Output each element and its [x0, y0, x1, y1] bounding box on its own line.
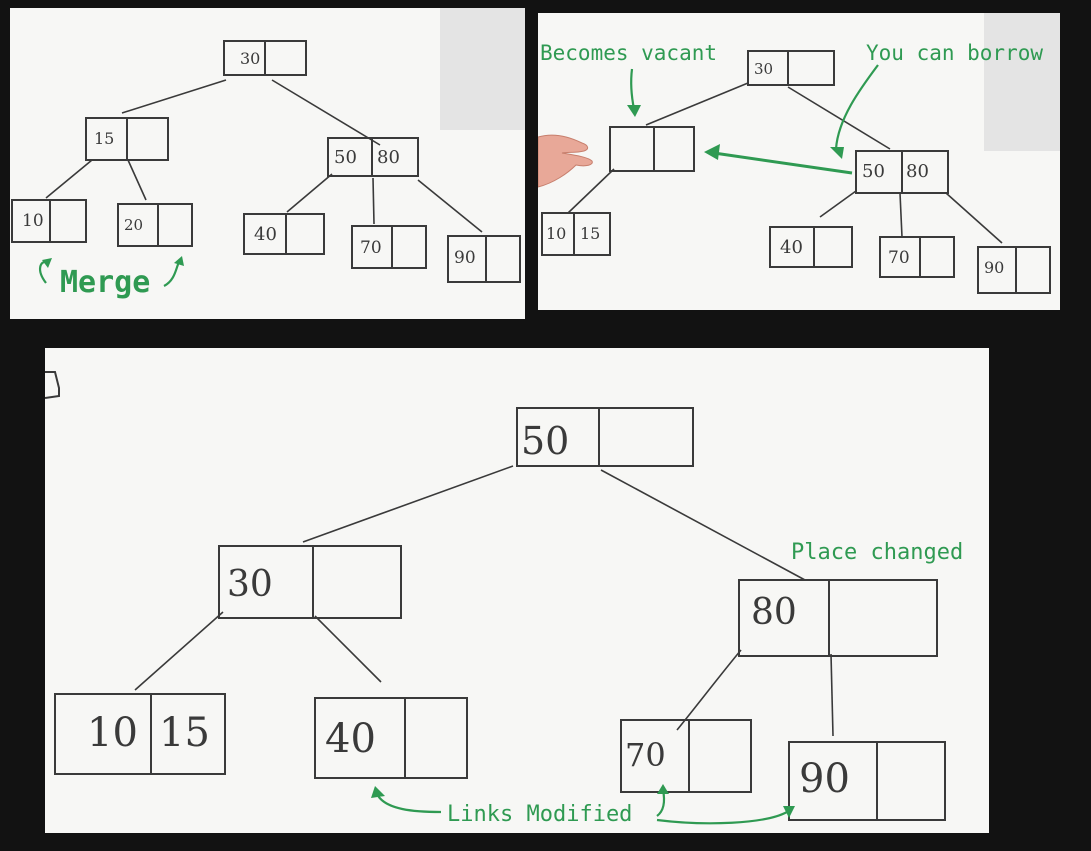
svg-text:90: 90 — [984, 258, 1004, 277]
edge-fragment — [45, 371, 60, 399]
vacant-arrow — [630, 68, 636, 110]
tree-leaf: 10 15 — [54, 693, 226, 775]
svg-text:70: 70 — [888, 248, 910, 268]
glare-region — [984, 13, 1060, 151]
arrowhead — [830, 147, 844, 159]
tree-leaf: 90 — [447, 235, 521, 283]
place-changed-label: Place changed — [791, 540, 963, 565]
tree-node-root: 30 — [747, 50, 835, 86]
svg-text:40: 40 — [780, 237, 803, 258]
btree-diagram-c: 50 30 80 10 15 40 70 — [45, 371, 963, 827]
diagram-panel-result: 50 30 80 10 15 40 70 — [45, 348, 989, 833]
edge — [134, 611, 224, 691]
tree-node-right: 80 — [738, 579, 938, 657]
diagram-panel-borrow: 30 50 80 10 15 40 70 — [538, 13, 1060, 310]
svg-text:70: 70 — [360, 238, 382, 258]
svg-text:50: 50 — [521, 419, 569, 463]
edge — [676, 649, 742, 731]
edge — [899, 192, 903, 238]
tree-node-root: 50 — [516, 407, 694, 467]
arrowhead — [657, 784, 669, 794]
arrowhead — [371, 786, 385, 798]
tree-leaf: 70 — [351, 225, 427, 269]
links-modified-label: Links Modified — [447, 802, 632, 827]
svg-text:80: 80 — [906, 161, 929, 182]
edge — [819, 190, 857, 218]
arrowhead — [627, 105, 641, 117]
diagram-panel-merge: 30 15 50 80 10 20 40 — [10, 8, 525, 319]
svg-text:15: 15 — [94, 129, 114, 148]
svg-text:20: 20 — [124, 216, 143, 234]
tree-node-right: 50 80 — [327, 137, 419, 177]
svg-text:90: 90 — [799, 756, 850, 802]
edge — [945, 192, 1003, 244]
edge — [417, 179, 483, 233]
svg-text:70: 70 — [625, 736, 666, 774]
edge — [787, 86, 891, 150]
edge — [567, 168, 615, 214]
arrowhead — [42, 258, 52, 268]
svg-text:80: 80 — [751, 592, 797, 633]
btree-diagram-b: 30 50 80 10 15 40 70 — [538, 41, 1051, 294]
edge — [314, 615, 382, 683]
svg-text:30: 30 — [240, 49, 260, 68]
edge — [271, 79, 381, 146]
links-arrow-90 — [656, 811, 788, 825]
tree-leaf: 90 — [788, 741, 946, 821]
edge — [286, 173, 333, 213]
borrow-arrow — [834, 64, 879, 150]
becomes-vacant-label: Becomes vacant — [540, 41, 717, 65]
glare-region — [440, 8, 525, 130]
arrowhead — [704, 144, 720, 160]
merge-label: Merge — [60, 265, 150, 300]
svg-text:10: 10 — [22, 211, 44, 231]
tree-leaf: 70 — [620, 719, 752, 793]
tree-leaf: 40 — [314, 697, 468, 779]
tree-node-vacant — [609, 126, 695, 172]
tree-leaf: 40 — [243, 213, 325, 255]
svg-text:10: 10 — [87, 710, 138, 756]
tree-leaf: 90 — [977, 246, 1051, 294]
svg-text:90: 90 — [454, 248, 476, 268]
hand-image — [538, 134, 593, 188]
tree-leaf: 20 — [117, 203, 193, 247]
tree-node-root: 30 — [223, 40, 307, 76]
tree-leaf: 70 — [879, 236, 955, 278]
edge — [121, 79, 227, 114]
svg-text:30: 30 — [227, 564, 273, 605]
tree-node-left: 30 — [218, 545, 402, 619]
edge — [600, 469, 806, 581]
arrowhead — [783, 806, 795, 818]
tree-leaf: 10 — [11, 199, 87, 243]
arrowhead — [174, 256, 184, 266]
svg-text:10: 10 — [546, 224, 566, 243]
btree-diagram-a: 30 15 50 80 10 20 40 — [11, 40, 521, 300]
tree-node-left: 15 — [85, 117, 169, 161]
tree-node-right: 50 80 — [855, 150, 949, 194]
borrow-move-arrow — [713, 151, 853, 175]
edge — [645, 82, 749, 126]
svg-text:30: 30 — [754, 60, 773, 78]
svg-text:40: 40 — [254, 224, 277, 245]
edge — [372, 177, 375, 225]
tree-leaf: 10 15 — [541, 212, 611, 256]
svg-text:15: 15 — [580, 224, 600, 243]
svg-text:50: 50 — [862, 161, 885, 182]
edge — [127, 159, 147, 201]
links-arrow-40 — [376, 793, 442, 814]
svg-text:40: 40 — [325, 716, 376, 762]
svg-text:80: 80 — [377, 147, 400, 168]
edge — [302, 465, 514, 543]
edge — [830, 653, 834, 737]
edge — [45, 159, 93, 199]
svg-text:15: 15 — [159, 710, 210, 756]
tree-leaf: 40 — [769, 226, 853, 268]
you-can-borrow-label: You can borrow — [866, 41, 1043, 65]
svg-text:50: 50 — [334, 147, 357, 168]
